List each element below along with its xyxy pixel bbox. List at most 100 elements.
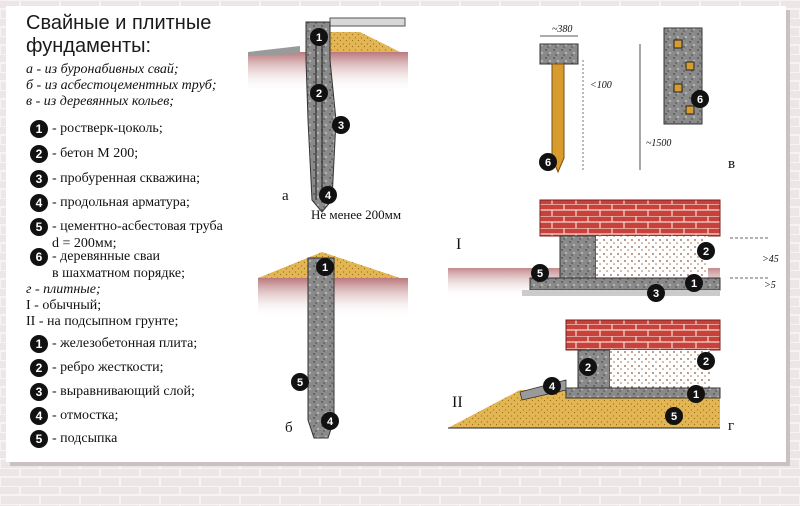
diagram-a-label: а [282,188,289,204]
legend-slab-item: 5 - подсыпка [30,430,117,450]
legend-pile-item: 1 - ростверк-цоколь; [30,120,163,140]
type-v-label: в - из деревянных кольев; [26,94,174,109]
legend-text: - бетон М 200; [52,146,139,161]
blind-area [248,46,300,56]
brick-wall [539,199,721,237]
callout-g1-3 [647,284,665,302]
callout-g1-2-text: 2 [703,246,709,258]
backfill [448,390,720,428]
legend-number: 6 [30,248,48,266]
min-depth-label: Не менее 200мм [311,207,402,222]
diagram-g2: 2 2 4 1 5 [448,319,721,429]
dim-1500: ~1500 [646,138,671,149]
diagram-g1: >45 >5 2 5 1 3 [448,199,779,302]
legend-slab-item: 1 - железобетонная плита; [30,335,197,355]
dim-100: <100 [590,80,612,91]
callout-g2-5 [665,407,683,425]
wooden-stake [551,63,565,174]
legend-text: - отмостка; [52,408,119,423]
dim-5: >5 [764,280,776,291]
legend-pile-item: 5 - цементно-асбестовая труба d = 200мм; [30,218,223,254]
diagram-v: ~380 <100 ~1500 6 6 [539,24,709,174]
callout-a-3 [332,116,350,134]
diagram-v-label: в [728,156,736,172]
legend-text: - выравнивающий слой; [52,384,195,399]
brick-wall [565,319,721,351]
legend-text: - ребро жесткости; [52,360,164,375]
legend-pile-item: 2 - бетон М 200; [30,145,138,165]
pile-shaft [305,21,337,213]
legend-text: - подсыпка [52,431,118,446]
callout-g2-4 [543,377,561,395]
legend-number: 4 [30,194,48,212]
dim-45: >45 [762,254,779,265]
callout-g2-2b [697,352,715,370]
gravel-fill [596,236,708,280]
callout-g1-5-text: 5 [537,268,543,280]
diagram-b: 1 5 4 [258,252,408,439]
callout-g1-1-text: 1 [691,278,697,290]
slab-variant-1: I - обычный; [26,298,102,313]
legend-text: - продольная арматура; [52,195,190,210]
callout-a-2 [310,84,328,102]
legend-text: - ростверк-цоколь; [52,121,163,136]
callout-a-4 [319,186,337,204]
legend-number: 5 [30,218,48,236]
stake-plan-mark [685,105,695,115]
levelling-layer [522,290,720,296]
legend-number: 4 [30,407,48,425]
legend-number: 1 [30,120,48,138]
callout-g1-3-text: 3 [653,288,659,300]
callout-v-6b-text: 6 [697,94,703,106]
legend-slab-item: 2 - ребро жесткости; [30,359,164,379]
page-title: Свайные и плитные фундаменты: [26,12,212,57]
callout-g2-1 [687,385,705,403]
callout-b-4 [321,412,339,430]
legend-number: 2 [30,359,48,377]
stake-cap [539,43,579,65]
diagram-g-label: г [728,418,735,434]
callout-v-6 [539,153,557,171]
callout-a-1-text: 1 [316,32,322,44]
callout-a-3-text: 3 [338,120,344,132]
legend-pile-item: 6 - деревянные сваи в шахматном порядке; [30,248,185,284]
legend-number: 5 [30,430,48,448]
callout-g1-5 [531,264,549,282]
dim-380: ~380 [552,24,572,35]
legend-number: 1 [30,335,48,353]
callout-b-5 [291,373,309,391]
callout-v-6b [691,90,709,108]
legend-number: 3 [30,383,48,401]
callout-g2-5-text: 5 [671,411,677,423]
callout-g2-2 [579,358,597,376]
callout-b-4-text: 4 [327,416,334,428]
type-b-label: б - из асбестоцементных труб; [26,78,217,93]
diagram-b-label: б [285,420,293,436]
callout-a-1 [310,28,328,46]
gravel-fill [610,350,710,388]
legend-number: 3 [30,170,48,188]
backfill [330,32,400,52]
slab-variant-2: II - на подсыпном грунте; [26,314,179,329]
legend-pile-item: 4 - продольная арматура; [30,194,190,214]
callout-a-4-text: 4 [325,190,332,202]
legend-slab-item: 3 - выравнивающий слой; [30,383,195,403]
callout-a-2-text: 2 [316,88,322,100]
legend-text: - железобетонная плита; [52,336,198,351]
stake-plan-mark [673,39,683,49]
callout-v-6-text: 6 [545,157,551,169]
callout-g1-2 [697,242,715,260]
legend-pile-item: 3 - пробуренная скважина; [30,170,200,190]
legend-text: - деревянные сваи в шахматном порядке; [52,249,186,281]
legend-slab-item: 4 - отмостка; [30,407,118,427]
variant-I-label: I [456,236,462,253]
type-g-label: г - плитные; [26,282,101,297]
callout-b-1-text: 1 [322,262,328,274]
stake-plan-mark [685,61,695,71]
slab-edge [329,17,406,27]
callout-b-1 [316,258,334,276]
legend-number: 2 [30,145,48,163]
stake-plan-mark [673,83,683,93]
variant-II-label: II [452,394,463,411]
